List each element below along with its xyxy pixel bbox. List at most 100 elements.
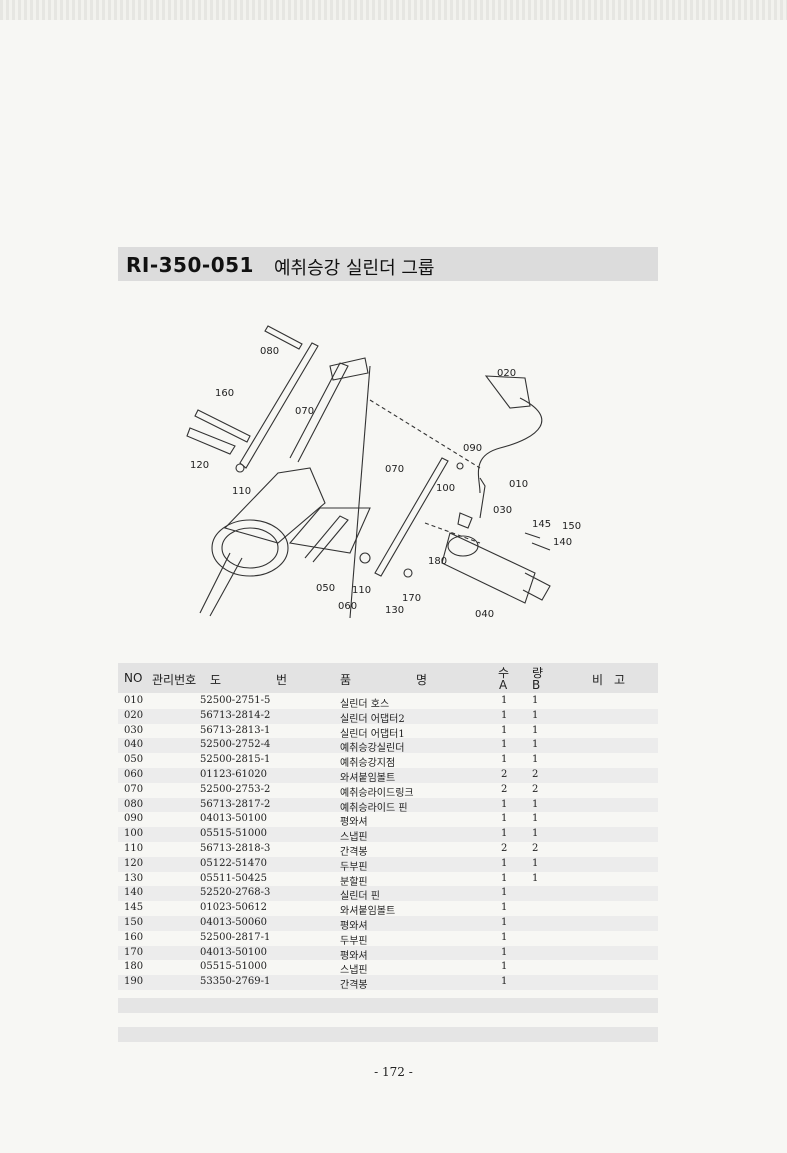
table-row: 120 05122-51470 두부핀 1 1: [118, 856, 658, 873]
cell-no: 090: [124, 813, 144, 825]
cell-no: 080: [124, 798, 144, 810]
parts-drawing: 080 160 070 120 110 020 090 070 100 010 …: [186, 325, 581, 620]
cell-a: 1: [501, 754, 508, 766]
cell-b: 1: [532, 872, 539, 884]
diagram-label: 180: [428, 556, 447, 567]
group-name: 예취승강 실린더 그룹: [274, 258, 435, 279]
cell-no: 120: [124, 857, 144, 869]
header-no: NO: [124, 671, 143, 685]
table-row: 030 56713-2813-1 실린더 어댑터1 1 1: [118, 724, 658, 740]
cell-no: 190: [124, 976, 144, 988]
cell-a: 1: [501, 872, 508, 884]
cell-a: 2: [501, 842, 508, 854]
header-bi: 비: [592, 673, 604, 687]
cell-a: 1: [501, 857, 508, 869]
cell-no: 100: [124, 828, 144, 840]
cell-no: 110: [124, 842, 144, 854]
cell-a: 1: [501, 724, 508, 736]
header-ryang: 량: [532, 666, 544, 680]
cell-name: 스냅핀: [340, 832, 368, 844]
diagram-label: 170: [402, 593, 421, 604]
cell-a: 1: [501, 828, 508, 840]
cell-name: 와셔붙임볼트: [340, 906, 396, 918]
cell-a: 1: [501, 813, 508, 825]
cell-no: 150: [124, 916, 144, 928]
cell-part: 53350-2769-1: [200, 976, 271, 988]
cell-part: 56713-2813-1: [200, 724, 271, 736]
cell-part: 56713-2814-2: [200, 709, 271, 721]
cell-name: 와셔붙임볼트: [340, 772, 396, 784]
cell-part: 52500-2817-1: [200, 931, 271, 943]
cell-name: 예취승라이드링크: [340, 787, 414, 799]
diagram-label: 070: [385, 464, 404, 475]
cell-no: 180: [124, 961, 144, 973]
cell-name: 두부핀: [340, 861, 368, 873]
cell-name: 실린더 호스: [340, 699, 390, 710]
cell-b: 2: [532, 783, 539, 795]
diagram-label: 145: [532, 519, 551, 530]
cell-a: 1: [501, 798, 508, 810]
header-beon: 번: [276, 673, 288, 687]
header-pum: 품: [340, 673, 352, 687]
header-a: A: [499, 678, 508, 692]
diagram-label: 120: [190, 460, 209, 471]
cell-no: 145: [124, 902, 144, 914]
cell-b: 1: [532, 724, 539, 736]
cell-no: 010: [124, 695, 144, 706]
diagram-label: 150: [562, 521, 581, 532]
cell-b: 1: [532, 754, 539, 766]
cell-no: 160: [124, 931, 144, 943]
cell-part: 52500-2753-2: [200, 783, 271, 795]
cell-part: 04013-50100: [200, 813, 268, 825]
diagram-label: 090: [463, 443, 482, 454]
cell-b: 1: [532, 739, 539, 751]
diagram-label: 080: [260, 346, 279, 357]
cell-part: 01123-61020: [200, 768, 268, 780]
cell-part: 05511-50425: [200, 872, 268, 884]
group-code: RI-350-051: [126, 253, 254, 277]
cell-no: 040: [124, 739, 144, 751]
diagram-label: 040: [475, 609, 494, 620]
cell-part: 05122-51470: [200, 857, 268, 869]
cell-part: 04013-50060: [200, 916, 268, 928]
cell-b: 1: [532, 798, 539, 810]
cell-name: 예취승강실린더: [340, 743, 405, 755]
cell-name: 실린더 어댑터1: [340, 728, 405, 740]
diagram-label: 070: [295, 406, 314, 417]
diagram-label: 050: [316, 583, 335, 594]
cell-a: 1: [501, 709, 508, 721]
cell-no: 130: [124, 872, 144, 884]
page-number: - 172 -: [374, 1065, 413, 1079]
cell-part: 56713-2818-3: [200, 842, 271, 854]
cell-name: 두부핀: [340, 935, 368, 947]
exploded-parts-diagram: 080 160 070 120 110 020 090 070 100 010 …: [180, 318, 600, 623]
cell-b: 1: [532, 857, 539, 869]
scan-top-band: [0, 0, 787, 20]
diagram-label: 130: [385, 605, 404, 616]
diagram-label: 110: [352, 585, 371, 596]
cell-a: 1: [501, 902, 508, 914]
cell-no: 030: [124, 724, 144, 736]
header-do: 도: [210, 673, 222, 687]
cell-a: 1: [501, 946, 508, 958]
diagram-label: 110: [232, 486, 251, 497]
cell-a: 2: [501, 783, 508, 795]
header-b: B: [532, 678, 541, 692]
cell-name: 평와셔: [340, 817, 368, 829]
cell-a: 1: [501, 887, 508, 899]
cell-part: 04013-50100: [200, 946, 268, 958]
title-bar: RI-350-051 예취승강 실린더 그룹: [118, 247, 658, 281]
cell-name: 평와셔: [340, 920, 368, 932]
diagram-label: 020: [497, 368, 516, 379]
